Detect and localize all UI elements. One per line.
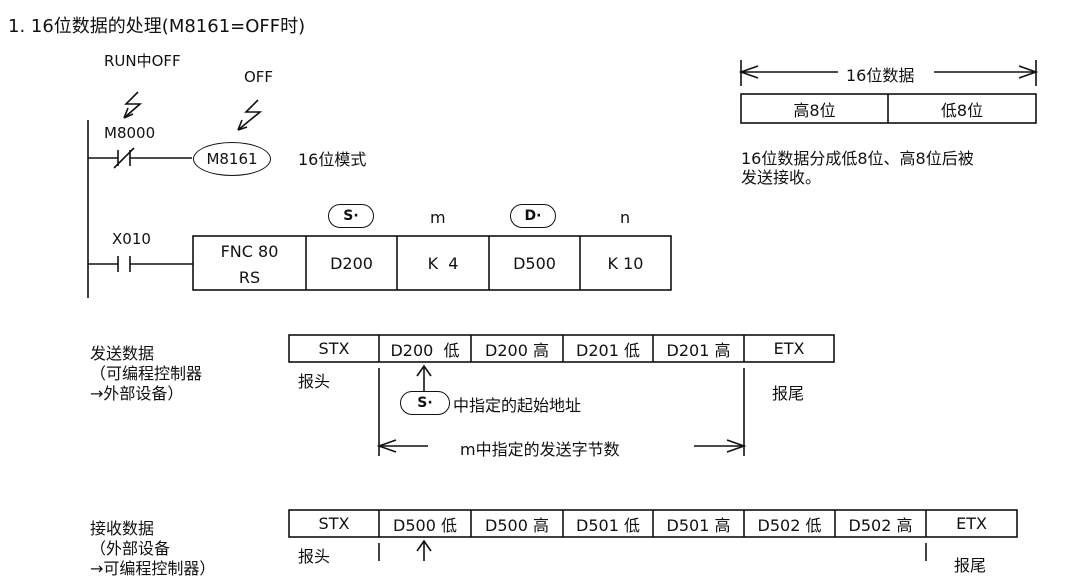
mode-16bit-label: 16位模式	[298, 150, 367, 169]
send-cell: STX	[318, 339, 350, 358]
receive-subtitle-2: →可编程控制器）	[90, 559, 216, 578]
operand-n-label: n	[620, 208, 631, 227]
start-address-text: 中指定的起始地址	[453, 396, 582, 415]
send-cell: D201 高	[666, 340, 731, 360]
receive-cell: D500 高	[485, 515, 549, 535]
send-cell: ETX	[773, 339, 805, 358]
low-8bit-cell: 低8位	[940, 100, 984, 120]
receive-cell: ETX	[956, 514, 987, 533]
receive-cell: STX	[318, 514, 350, 533]
data16-label: 16位数据	[846, 66, 915, 85]
start-address-marker: S·	[400, 391, 450, 415]
receive-title: 接收数据	[90, 519, 155, 538]
x010-contact-label: X010	[112, 230, 151, 248]
receive-cell: D500 低	[393, 515, 457, 535]
operand-s-marker: S·	[328, 204, 374, 228]
send-cell: D201 低	[576, 340, 640, 360]
receive-cell: D502 高	[848, 515, 913, 535]
page-heading: 1. 16位数据的处理(M8161=OFF时)	[8, 16, 306, 37]
receive-cell: D501 低	[576, 515, 640, 535]
arg-m-cell: K 4	[427, 253, 459, 273]
arg-n-cell: K 10	[607, 253, 644, 273]
send-cell: D200 低	[390, 340, 460, 360]
operand-d-marker: D·	[510, 204, 556, 228]
m8161-coil: M8161	[193, 142, 271, 176]
receive-subtitle-1: （外部设备	[90, 539, 171, 558]
receive-trailer-label: 报尾	[954, 556, 987, 575]
send-subtitle-2: →外部设备）	[90, 384, 184, 403]
m8161-coil-label: M8161	[206, 150, 258, 168]
receive-cell: D502 低	[757, 515, 822, 535]
data16-note-line2: 发送接收。	[741, 168, 822, 187]
fnc-name: RS	[238, 267, 261, 287]
diagram-lines	[87, 60, 1039, 561]
off-label: OFF	[244, 68, 274, 86]
arg-s-cell: D200	[330, 253, 373, 273]
send-header-label: 报头	[298, 372, 331, 391]
send-trailer-label: 报尾	[772, 384, 805, 403]
send-cell: D200 高	[485, 340, 549, 360]
arg-d-cell: D500	[513, 253, 556, 273]
m8000-contact-label: M8000	[104, 124, 156, 142]
receive-cell: D501 高	[666, 515, 731, 535]
fnc-number: FNC 80	[220, 241, 279, 261]
send-subtitle-1: （可编程控制器	[90, 364, 203, 383]
operand-m-label: m	[430, 208, 446, 227]
receive-header-label: 报头	[298, 547, 331, 566]
byte-count-text: m中指定的发送字节数	[460, 440, 620, 459]
high-8bit-cell: 高8位	[793, 100, 836, 120]
data16-note-line1: 16位数据分成低8位、高8位后被	[741, 149, 974, 168]
run-off-label: RUN中OFF	[104, 52, 181, 70]
send-title: 发送数据	[90, 344, 155, 363]
